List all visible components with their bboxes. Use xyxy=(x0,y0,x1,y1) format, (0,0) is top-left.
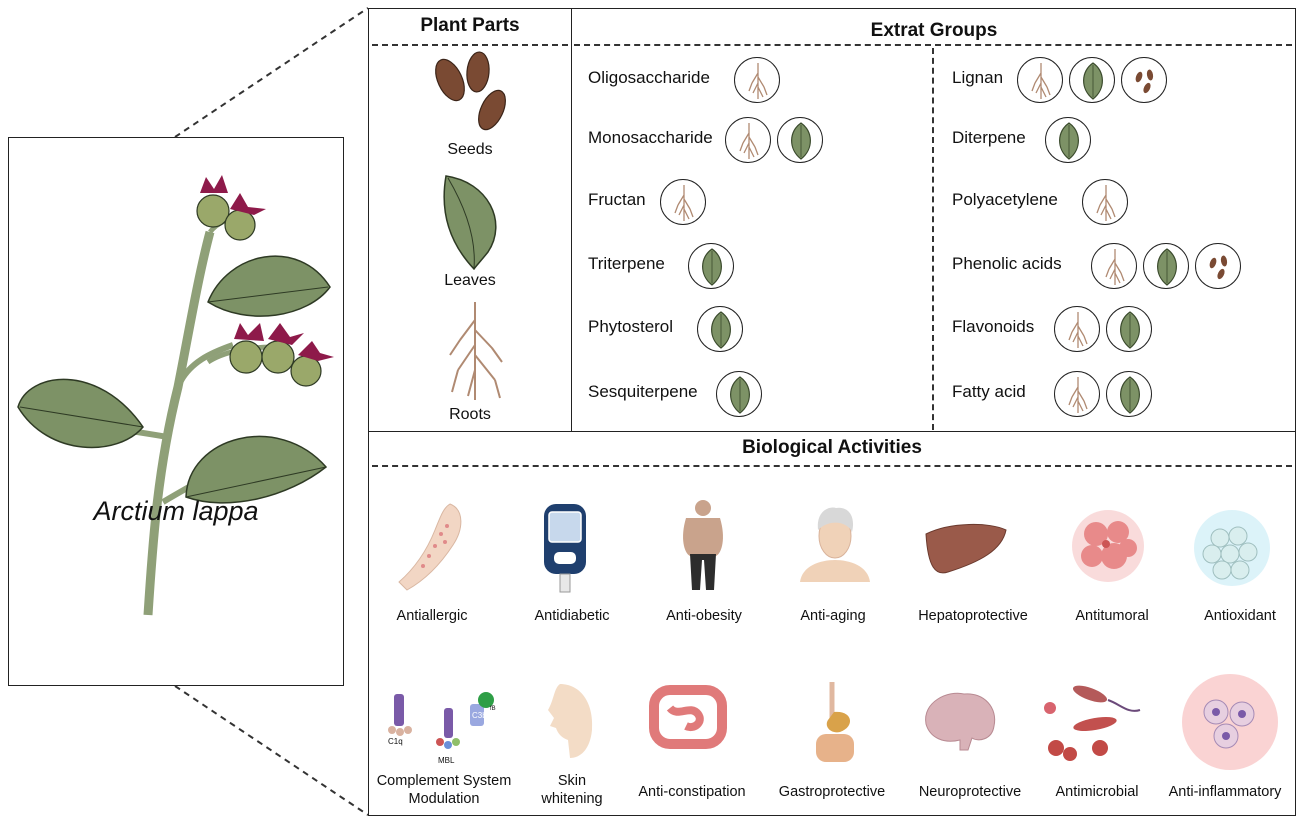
header-divider xyxy=(372,44,568,46)
connector-lines xyxy=(174,7,369,816)
activity-label: Anti-inflammatory xyxy=(1168,784,1282,800)
biological-activities-header: Biological Activities xyxy=(742,437,922,458)
leaf-badge-icon xyxy=(1069,57,1116,103)
burdock-plant-illustration xyxy=(17,175,334,616)
activity-label: Antimicrobial xyxy=(1055,784,1139,800)
glucometer-icon xyxy=(544,504,586,593)
seed-badge-icon xyxy=(1121,57,1168,103)
header-divider xyxy=(372,465,1292,467)
extract-label: Polyacetylene xyxy=(952,190,1058,209)
digestive-system-icon xyxy=(816,682,854,762)
inflammatory-cells-icon xyxy=(1182,674,1278,770)
leaf-badge-icon xyxy=(697,306,744,352)
plant-part-label: Seeds xyxy=(447,141,493,158)
extract-label: Fatty acid xyxy=(952,382,1026,401)
activity-label: Anti-constipation xyxy=(638,784,746,800)
root-badge-icon xyxy=(1054,371,1100,417)
plant-part-label: Leaves xyxy=(444,272,496,289)
root-badge-icon xyxy=(724,117,771,163)
extract-label: Monosaccharide xyxy=(588,128,713,147)
activity-label: Antitumoral xyxy=(1075,608,1149,624)
activity-label: Gastroprotective xyxy=(778,784,886,800)
extract-label: Diterpene xyxy=(952,128,1026,147)
flower-head-icon xyxy=(196,175,266,241)
elderly-face-icon xyxy=(800,507,870,582)
root-badge-icon xyxy=(660,179,707,225)
activity-label: Neuroprotective xyxy=(918,784,1022,800)
complement-sublabel: fB xyxy=(490,706,496,712)
divider xyxy=(571,8,572,432)
root-badge-icon xyxy=(1090,243,1137,289)
species-name: Arctium lappa xyxy=(93,496,259,526)
column-divider xyxy=(932,48,934,430)
flower-head-icon xyxy=(229,323,334,387)
tumor-cells-icon xyxy=(1072,510,1144,582)
complement-sublabel: C1q xyxy=(388,737,403,746)
summary-panel xyxy=(368,8,1296,816)
microbes-icon xyxy=(1044,685,1141,761)
activity-label: Antioxidant xyxy=(1204,608,1276,624)
activity-label: Skin whitening xyxy=(541,773,603,807)
leaf-badge-icon xyxy=(776,117,823,163)
leaf-badge-icon xyxy=(688,243,734,289)
activity-label: Antidiabetic xyxy=(534,608,610,624)
root-badge-icon xyxy=(734,57,780,103)
leaf-badge-icon xyxy=(1106,306,1152,352)
cells-glow-icon xyxy=(1194,510,1270,586)
extract-label: Sesquiterpene xyxy=(588,382,698,401)
extract-groups-header: Extrat Groups xyxy=(870,20,998,41)
divider xyxy=(368,431,1296,432)
activity-label: Antiallergic xyxy=(396,608,468,624)
extract-label: Fructan xyxy=(588,190,646,209)
plant-parts-header: Plant Parts xyxy=(420,15,520,36)
leaf-badge-icon xyxy=(1106,371,1152,417)
extract-label: Phytosterol xyxy=(588,317,674,336)
intestine-icon xyxy=(649,685,727,749)
header-divider xyxy=(574,44,1292,46)
leaf-badge-icon xyxy=(1142,243,1189,289)
plant-part-label: Roots xyxy=(449,406,491,423)
liver-icon xyxy=(925,523,1007,574)
root-badge-icon xyxy=(1081,179,1128,225)
face-profile-icon xyxy=(548,684,593,758)
extract-label: Flavonoids xyxy=(952,317,1035,336)
activity-label: Complement System Modulation xyxy=(376,773,512,807)
leaf-badge-icon xyxy=(1044,117,1091,163)
obese-person-icon xyxy=(683,500,723,590)
seed-badge-icon xyxy=(1194,243,1241,289)
activity-label: Hepatoprotective xyxy=(918,608,1028,624)
complement-sublabel: C3b xyxy=(472,711,487,720)
brain-icon xyxy=(925,692,996,751)
seeds-icon xyxy=(435,51,506,131)
extract-label: Lignan xyxy=(952,68,1004,87)
complement-proteins-icon xyxy=(388,692,494,749)
extract-label: Oligosaccharide xyxy=(588,68,710,87)
extract-label: Triterpene xyxy=(588,254,665,273)
root-icon xyxy=(449,302,503,400)
arm-rash-icon xyxy=(398,503,462,591)
activity-label: Anti-aging xyxy=(800,608,866,624)
extract-label: Phenolic acids xyxy=(952,254,1062,273)
leaf-badge-icon xyxy=(715,371,762,417)
activity-label: Anti-obesity xyxy=(666,608,742,624)
complement-sublabel: MBL xyxy=(438,756,455,765)
root-badge-icon xyxy=(1054,306,1100,352)
root-badge-icon xyxy=(1017,57,1064,103)
leaf-icon xyxy=(443,175,497,270)
